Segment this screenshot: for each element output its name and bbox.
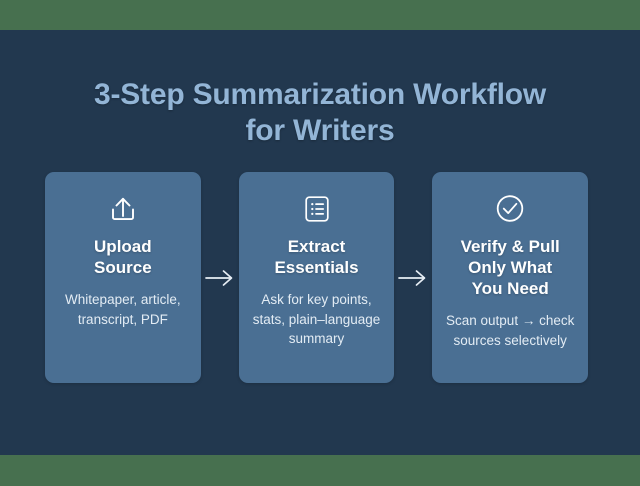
step-card-title: Extract Essentials <box>274 236 358 278</box>
step-card-body: Whitepaper, article, transcript, PDF <box>65 292 181 327</box>
step-card-upload-source: Upload Source Whitepaper, article, trans… <box>45 172 201 383</box>
page-title: 3-Step Summarization Workflow for Writer… <box>0 77 640 149</box>
bottom-accent-band <box>0 455 640 486</box>
step-title-line-1: Extract <box>287 237 346 256</box>
step-card-title: Verify & Pull Only What You Need <box>461 236 560 299</box>
step-title-line-1: Upload <box>94 237 152 256</box>
step-card-verify-pull: Verify & Pull Only What You Need Scan ou… <box>432 172 589 383</box>
step-card-body: Ask for key points, stats, plain–languag… <box>252 292 381 347</box>
step-title-line-2: Source <box>94 258 152 278</box>
step-title-line-2: Only What <box>468 258 553 278</box>
step-title-line-3: You Need <box>471 279 549 299</box>
step-card-extract-essentials: Extract Essentials Ask for key points, s… <box>238 172 395 383</box>
page-title-line-1: 3-Step Summarization Workflow <box>93 78 547 111</box>
poster-stage: 3-Step Summarization Workflow for Writer… <box>0 30 640 455</box>
step-title-line-2: Essentials <box>274 258 359 278</box>
upload-icon <box>106 188 140 230</box>
page-title-line-2: for Writers <box>245 114 395 147</box>
list-checklist-icon <box>301 188 333 230</box>
arrow-step-1-to-2 <box>201 172 239 383</box>
steps-row: Upload Source Whitepaper, article, trans… <box>45 172 589 383</box>
step-card-body: Scan output → check sources selectively <box>446 313 575 348</box>
step-title-line-1: Verify & Pull <box>460 237 560 256</box>
check-circle-icon <box>493 188 527 230</box>
arrow-step-2-to-3 <box>394 172 432 383</box>
step-card-title: Upload Source <box>94 236 152 278</box>
top-accent-band <box>0 0 640 30</box>
